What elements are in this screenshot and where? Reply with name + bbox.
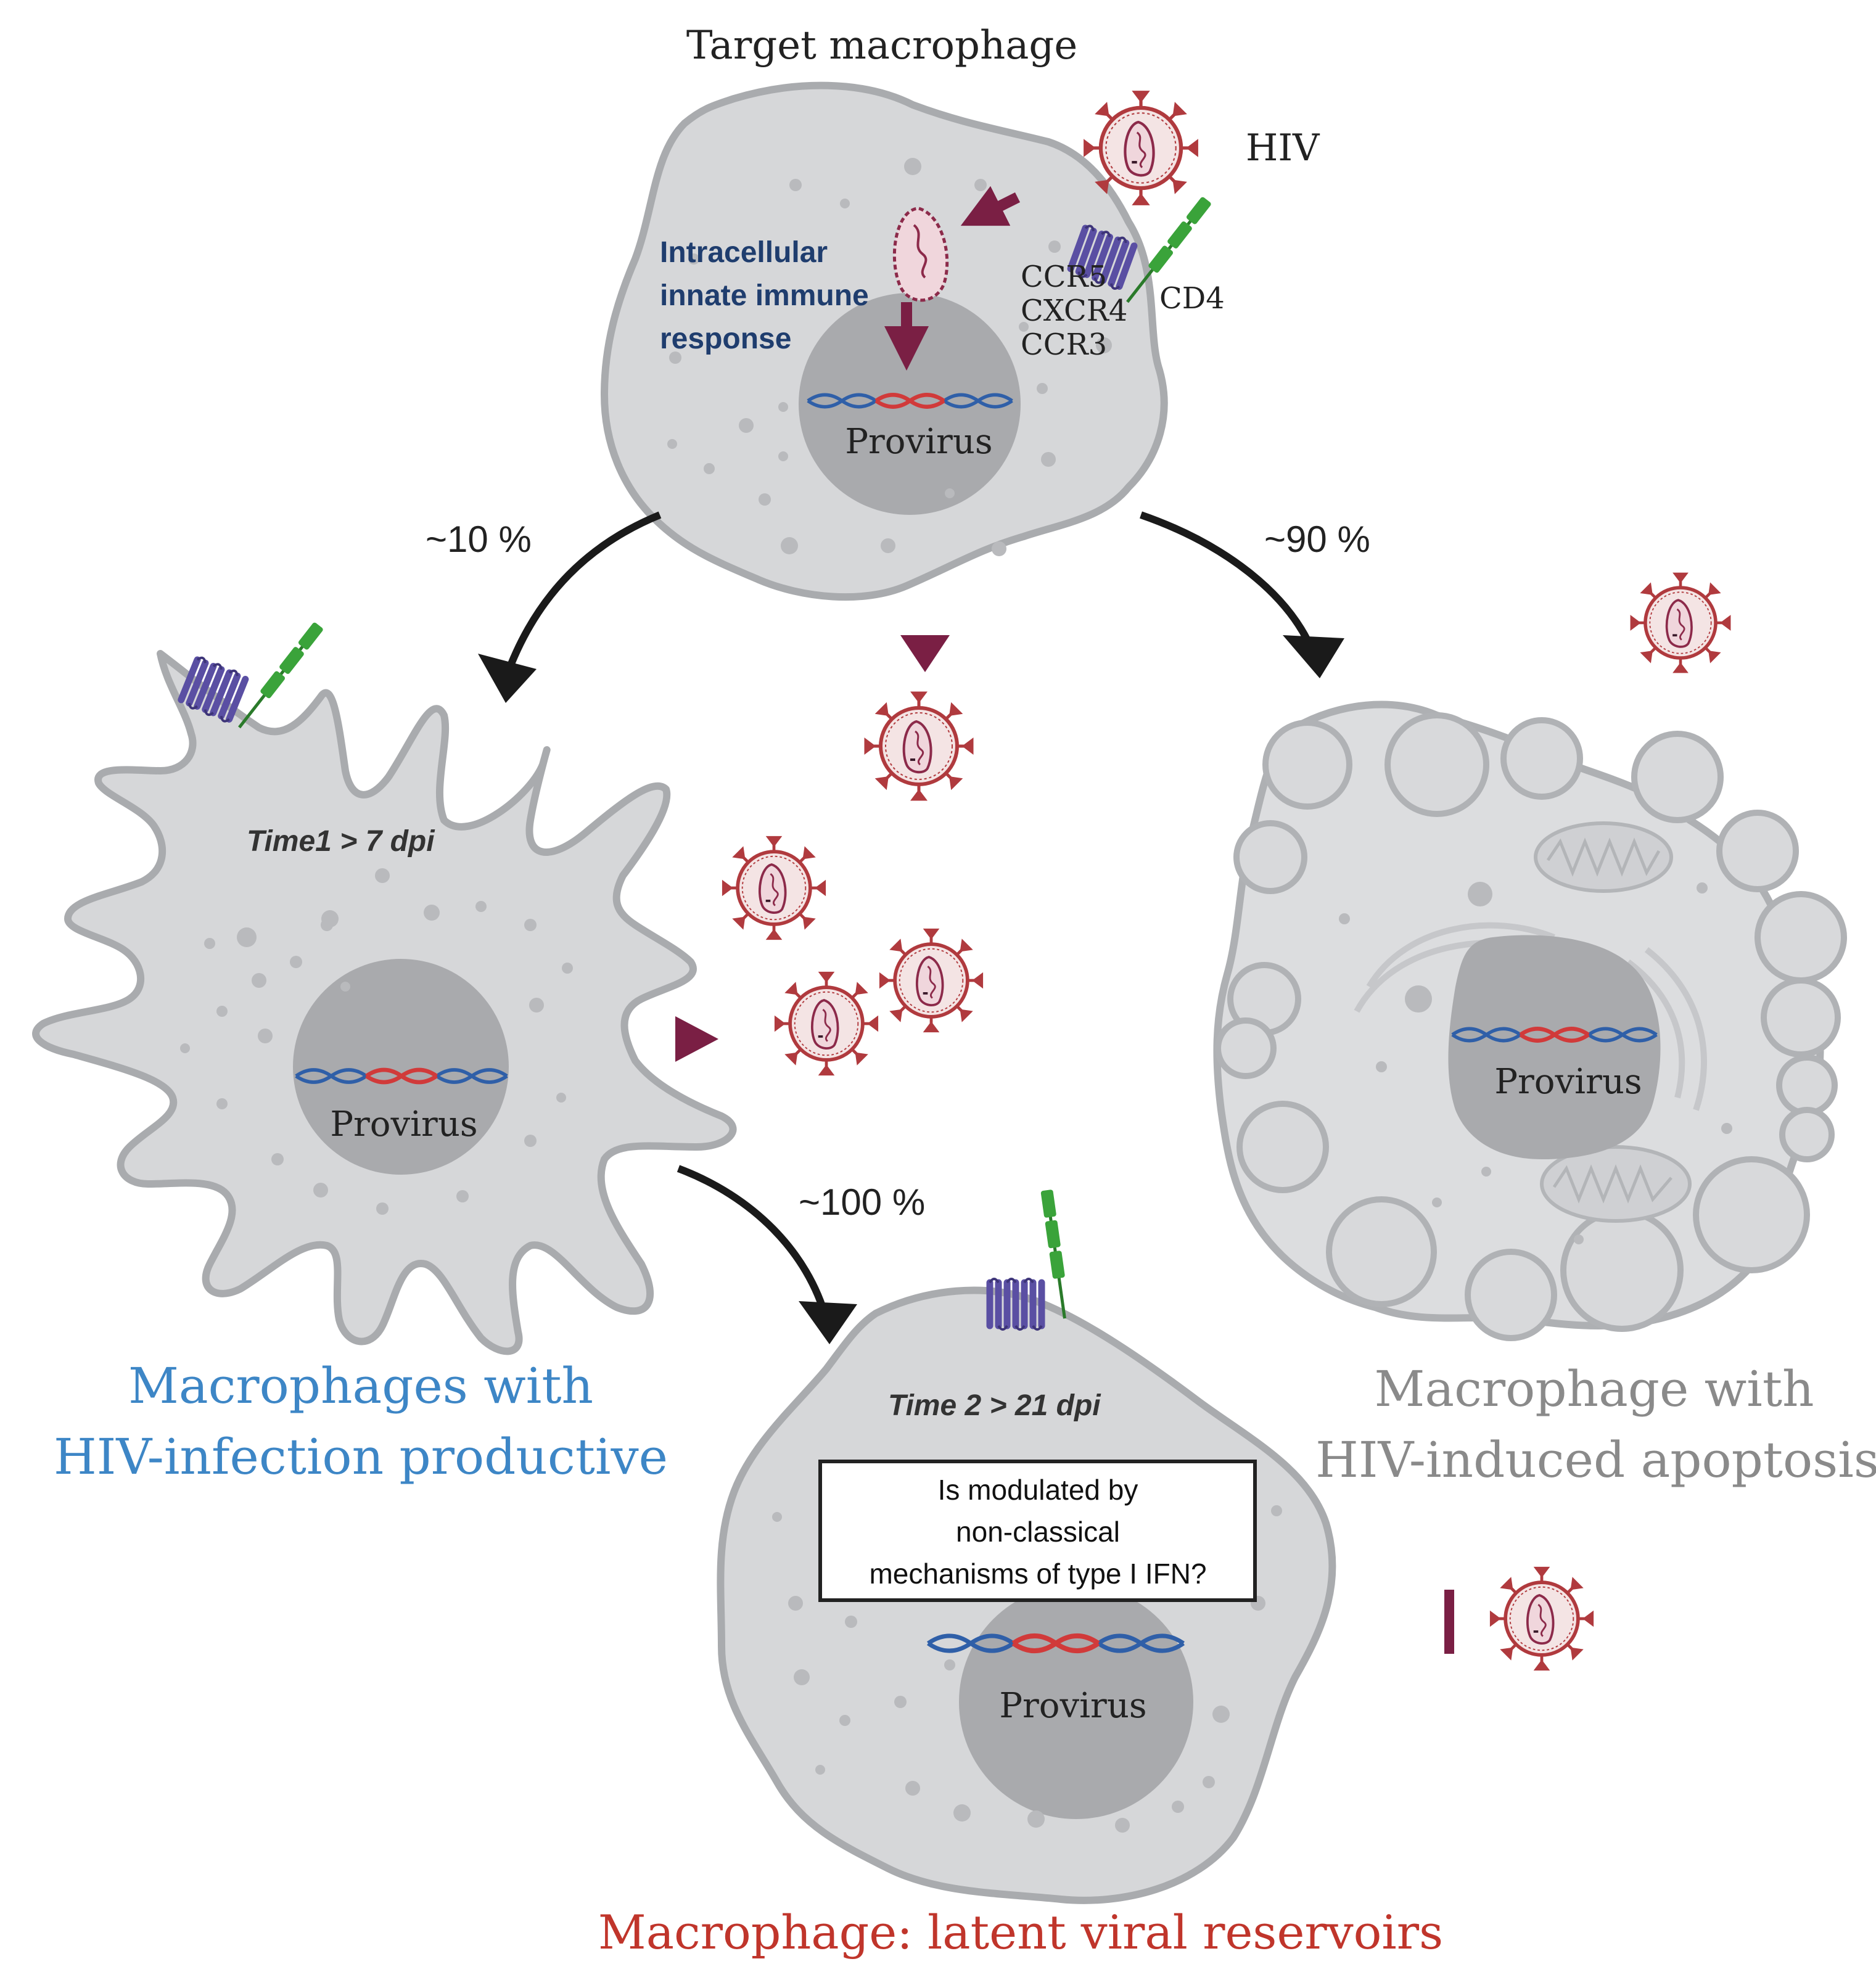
- question-box: [818, 1460, 1257, 1602]
- time2-label: Time 2 > 21 dpi: [888, 1389, 1101, 1422]
- latent-caption: Macrophage: latent viral reservoirs: [598, 1905, 1443, 1960]
- bleb: [1262, 720, 1352, 810]
- bleb: [1779, 1107, 1835, 1162]
- target-macrophage-cell: [601, 81, 1168, 601]
- blocked-virion-icon: [1491, 1568, 1592, 1669]
- free-virion-icon: [1632, 574, 1729, 672]
- target-macrophage-label: Target macrophage: [686, 23, 1077, 68]
- latent-ccr5-icon: [990, 1279, 1042, 1329]
- bleb: [1716, 810, 1799, 892]
- bleb: [1776, 1054, 1838, 1116]
- productive-caption-line-2: HIV-infection productive: [54, 1428, 668, 1485]
- virion-icon-1: [723, 837, 824, 938]
- budding-arrow-head: [675, 1016, 718, 1062]
- virion-icon-2: [881, 930, 981, 1030]
- bleb: [1326, 1196, 1437, 1307]
- apoptotic-nucleus: [1448, 935, 1661, 1159]
- bleb: [1465, 1249, 1557, 1341]
- arrow-to-productive: [502, 511, 662, 680]
- apoptosis-caption-line-2: HIV-induced apoptosis: [1315, 1431, 1876, 1489]
- bleb: [1761, 977, 1841, 1058]
- apoptotic-macrophage-cell: [1213, 700, 1847, 1341]
- hiv-label: HIV: [1246, 126, 1320, 170]
- arrow-to-latent: [677, 1165, 830, 1321]
- hiv-virion-icon: [1085, 92, 1197, 204]
- productive-caption-line-1: Macrophages with: [128, 1357, 593, 1415]
- time1-label: Time1 > 7 dpi: [247, 825, 435, 858]
- productive-macrophage-cell: [32, 650, 737, 1355]
- released-virion-icon: [866, 693, 972, 799]
- latent-cd4-icon: [1040, 1189, 1071, 1320]
- provirus-label-top: Provirus: [845, 422, 992, 462]
- question-line-1: Is modulated by: [938, 1474, 1138, 1506]
- productive-nucleus: [293, 959, 509, 1175]
- bleb: [1755, 891, 1847, 984]
- question-line-2: non-classical: [956, 1516, 1120, 1548]
- target-nucleus: [799, 293, 1021, 515]
- provirus-label-bottom: Provirus: [999, 1686, 1146, 1726]
- bleb: [1236, 1101, 1329, 1193]
- question-line-3: mechanisms of type I IFN?: [869, 1558, 1206, 1590]
- virion-icon-3: [776, 973, 876, 1074]
- bleb: [1233, 820, 1307, 894]
- bleb: [1384, 712, 1489, 817]
- bleb: [1500, 717, 1583, 800]
- arrow-to-apoptosis: [1140, 511, 1317, 655]
- provirus-label-right: Provirus: [1494, 1062, 1642, 1102]
- apoptosis-caption-line-1: Macrophage with: [1375, 1360, 1814, 1418]
- virus-entry-arrow: [960, 186, 1021, 226]
- bleb: [1631, 731, 1724, 823]
- bleb: [1215, 1017, 1277, 1079]
- innate-response-line-3: response: [660, 323, 791, 355]
- innate-response-line-2: innate immune: [660, 279, 869, 312]
- ccr5-label: CCR5: [1021, 260, 1107, 294]
- ccr3-label: CCR3: [1021, 327, 1107, 362]
- release-arrow-head: [900, 635, 950, 672]
- percent-10-label: ~10 %: [426, 519, 532, 560]
- cd4-label: CD4: [1159, 281, 1225, 316]
- percent-100-label: ~100 %: [799, 1181, 925, 1223]
- innate-response-line-1: Intracellular: [660, 236, 828, 269]
- bleb: [1560, 1209, 1684, 1332]
- provirus-label-left: Provirus: [330, 1104, 477, 1144]
- percent-90-label: ~90 %: [1264, 519, 1370, 560]
- viral-capsid-icon: [892, 207, 949, 302]
- bleb: [1693, 1156, 1810, 1273]
- cxcr4-label: CXCR4: [1021, 294, 1127, 328]
